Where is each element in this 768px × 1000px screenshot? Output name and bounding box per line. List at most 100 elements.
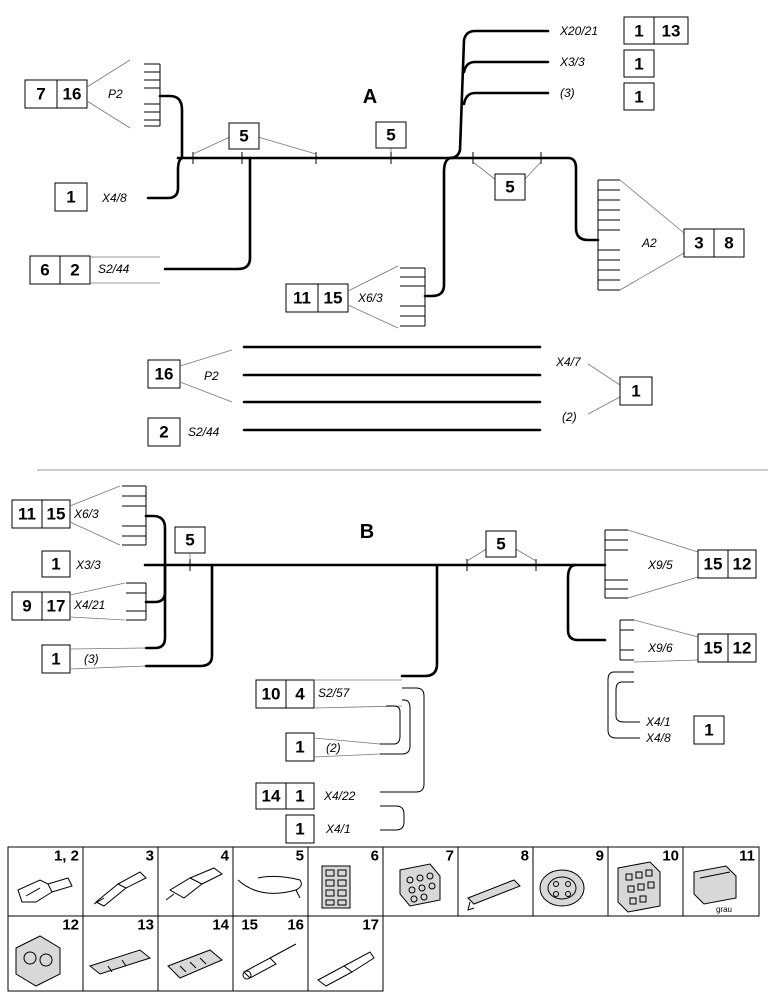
part-num-8: 8 — [521, 847, 529, 864]
tape-callout-a-left: 5 — [192, 122, 317, 155]
qty-a-3: 1 — [634, 88, 643, 107]
tape-num-a-mid: 5 — [386, 126, 395, 145]
harness-a-branch-x33 — [462, 60, 550, 74]
qty-a-x2021-2: 13 — [662, 22, 681, 41]
qty-a-x48: 1 — [66, 188, 75, 207]
pins-a-x63 — [400, 267, 426, 327]
qty-a-x2021-1: 1 — [634, 22, 643, 41]
part-num-3: 3 — [146, 847, 154, 864]
label-wire-s244: S2/44 — [188, 425, 220, 439]
connector-b-x422: 14 1 X4/22 — [255, 782, 356, 810]
qty-b-x95-1: 15 — [704, 555, 723, 574]
part-7-connector-plug-icon — [399, 863, 441, 907]
qty-wire-p2: 16 — [155, 365, 174, 384]
part-num-11: 11 — [739, 847, 755, 864]
loop-b-x41 — [380, 805, 405, 831]
tape-callout-a-mid: 5 — [375, 121, 407, 152]
connector-b-x95: X9/5 15 12 — [604, 529, 757, 599]
connector-b-x421: 9 17 X4/21 — [11, 582, 147, 621]
part-num-15: 15 — [241, 916, 258, 933]
label-b-x33: X3/3 — [75, 558, 101, 572]
part-num-1-2: 1, 2 — [54, 847, 79, 864]
harness-b-branch-3 — [144, 563, 214, 668]
connector-b-3: 1 (3) — [41, 644, 147, 674]
label-a-x2021: X20/21 — [559, 24, 598, 38]
part-10-multipin-connector-icon — [617, 861, 661, 913]
label-b-x48: X4/8 — [645, 731, 671, 745]
part-num-7: 7 — [446, 847, 454, 864]
part-13-bridge-icon — [88, 949, 152, 975]
pins-b-x96 — [619, 619, 634, 661]
pins-a-p2 — [144, 63, 161, 127]
qty-a-a2-1: 3 — [694, 234, 703, 253]
connector-a-x48: 1 X4/8 — [54, 182, 127, 212]
qty-a-s244-1: 6 — [40, 261, 49, 280]
label-wire-2: (2) — [562, 410, 577, 424]
harness-b-branch-x63 — [144, 514, 167, 567]
label-b-3: (3) — [84, 652, 99, 666]
tape-num-a-right: 5 — [505, 178, 514, 197]
connector-b-x41: 1 X4/1 — [285, 814, 351, 844]
tape-callout-a-right: 5 — [472, 161, 542, 201]
tape-callout-b-left: 5 — [174, 526, 206, 559]
label-b-2: (2) — [326, 741, 341, 755]
part-11-note: grau — [716, 905, 732, 914]
part-3-terminal-icon — [93, 871, 147, 907]
qty-a-s244-2: 2 — [70, 261, 79, 280]
tape-callout-b-right: 5 — [466, 530, 537, 562]
label-b-x63: X6/3 — [73, 507, 99, 521]
qty-b-x33: 1 — [51, 555, 60, 574]
connector-a-x33: X3/3 1 — [559, 49, 655, 78]
qty-b-x422-2: 1 — [295, 787, 304, 806]
label-wire-x47: X4/7 — [555, 355, 582, 369]
label-a-3: (3) — [560, 86, 575, 100]
qty-a-x63-1: 11 — [293, 289, 311, 308]
qty-wire-right: 1 — [631, 382, 640, 401]
part-num-12: 12 — [62, 916, 79, 933]
connector-b-x41-x48: X4/1 X4/8 1 — [607, 671, 725, 745]
loop-b-x41-x48 — [607, 671, 640, 739]
harness-a-branch-x63 — [423, 156, 452, 298]
harness-b-branch-x96 — [566, 563, 607, 642]
qty-b-x63-2: 15 — [47, 505, 66, 524]
label-a-x48: X4/8 — [101, 191, 127, 205]
part-5-cable-tie-icon — [237, 875, 302, 899]
part-num-13: 13 — [137, 916, 154, 933]
part-num-17: 17 — [362, 916, 379, 933]
qty-b-x95-2: 12 — [733, 555, 752, 574]
qty-b-s257-1: 10 — [262, 685, 281, 704]
qty-b-3: 1 — [51, 650, 60, 669]
qty-a-x33: 1 — [634, 55, 643, 74]
tape-box-a-mid — [375, 121, 407, 149]
connector-a-a2: A2 3 8 — [597, 179, 745, 291]
loop-b-x422 — [380, 687, 425, 793]
connector-b-x63: 11 15 X6/3 — [11, 485, 147, 546]
part-6-connector-housing-icon — [321, 865, 351, 909]
part-14-flat-plug-icon — [167, 949, 223, 979]
label-a-p2: P2 — [108, 87, 123, 101]
part-num-10: 10 — [662, 847, 679, 864]
harness-a-branch-s244 — [163, 156, 252, 271]
connector-b-s257: 10 4 S2/57 — [255, 679, 425, 831]
pins-b-x421 — [126, 582, 147, 621]
qty-a-p2-1: 7 — [36, 85, 45, 104]
section-b-label: B — [360, 521, 374, 543]
pins-b-x63 — [122, 485, 147, 546]
connector-a-3: (3) 1 — [560, 82, 655, 111]
connector-a-x2021: X20/21 1 13 — [559, 16, 689, 45]
single-wires: 16 P2 2 S2/44 X4/7 (2) 1 — [147, 345, 653, 447]
label-b-s257: S2/57 — [318, 686, 351, 700]
part-num-5: 5 — [296, 847, 304, 864]
qty-b-x41: 1 — [295, 820, 304, 839]
harness-a-branch-p2 — [158, 94, 184, 160]
part-num-16: 16 — [287, 916, 304, 933]
label-b-x421: X4/21 — [73, 598, 105, 612]
label-a-s244: S2/44 — [98, 262, 130, 276]
connector-a-x63: 11 15 X6/3 — [285, 265, 426, 329]
connector-b-x33: 1 X3/3 — [41, 550, 101, 578]
label-b-x95: X9/5 — [647, 558, 673, 572]
qty-a-a2-2: 8 — [724, 234, 733, 253]
tape-num-b-right: 5 — [496, 535, 505, 554]
connector-b-2: 1 (2) — [285, 732, 381, 762]
